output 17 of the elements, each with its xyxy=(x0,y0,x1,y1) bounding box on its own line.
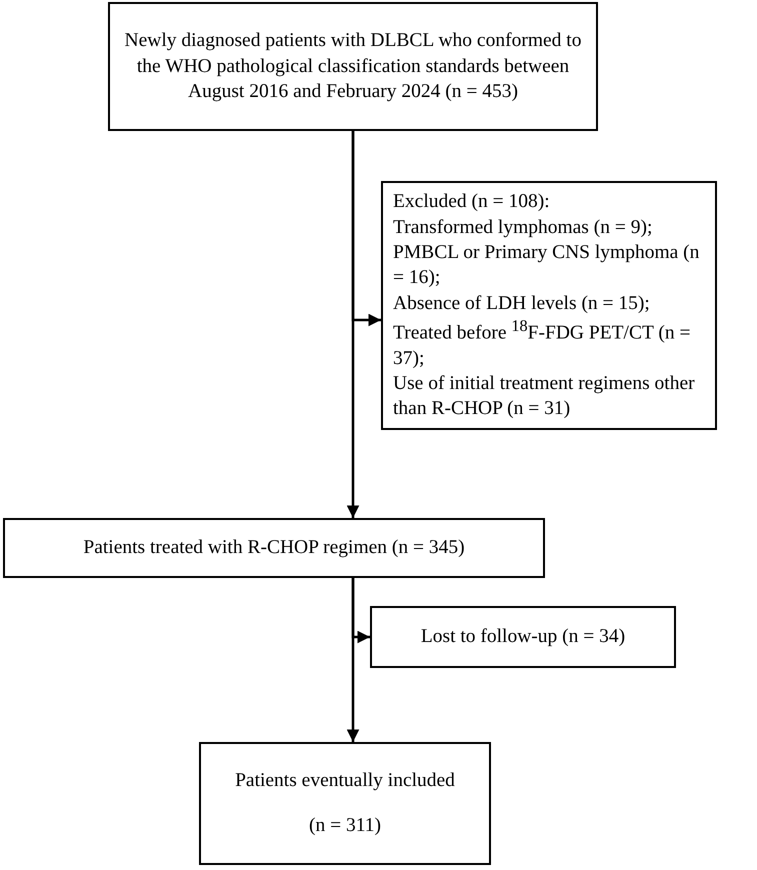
box-text: Patients treated with R-CHOP regimen (n = 345) xyxy=(82,536,466,560)
box-text: Newly diagnosed patients with DLBCL who conformed to the WHO pathological classification standards between August 2016 and February 2024 (n = 453) xyxy=(124,29,582,104)
process-box xyxy=(370,606,676,668)
process-box xyxy=(108,2,598,131)
box-text: Lost to follow-up (n = 34) xyxy=(420,625,626,650)
box-text: Absence of LDH levels (n = 15); xyxy=(393,292,651,316)
process-box xyxy=(381,181,717,430)
arrow xyxy=(346,578,360,742)
box-text: Transformed lymphomas (n = 9); xyxy=(393,216,654,240)
arrow xyxy=(346,131,360,518)
box-text: Excluded (n = 108): xyxy=(393,190,551,214)
box-text: Patients eventually included (n = 311) xyxy=(234,768,456,838)
process-box xyxy=(199,742,491,865)
box-text: PMBCL or Primary CNS lymphoma (n = 16); xyxy=(393,240,700,290)
box-text: Use of initial treatment regimens other than R-CHOP (n = 31) xyxy=(393,372,696,422)
process-box xyxy=(3,518,545,578)
box-text: Treated before $^{18}$F-FDG PET/CT (n = 37); xyxy=(393,316,692,371)
